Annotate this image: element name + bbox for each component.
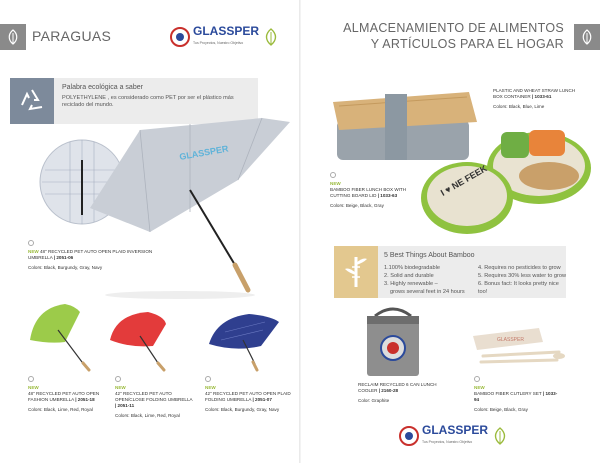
cutlery-set-illustration: GLASSPER [473,328,565,364]
bamboo-facts-col1: 1.100% biodegradable 2. Solid and durabl… [384,265,465,295]
new-badge-icon [115,376,121,382]
logo-word: GLASSPER [193,24,260,38]
new-badge-icon [330,172,336,178]
product-label-folding: NEW 42" RECYCLED PET AUTO OPEN/CLOSE FOL… [115,376,193,419]
eco-title: Palabra ecológica a saber [62,84,143,91]
umbrella-lime-illustration [30,304,91,372]
new-badge-icon [28,376,34,382]
logo-mark-icon [399,426,419,446]
eco-icon-panel [10,78,54,124]
page-left: PARAGUAS GLASSPER Tus Proyectos, Nuestro… [0,0,299,463]
section-title: PARAGUAS [32,28,112,44]
product-label-cooler: RECLAIM RECYCLED 6 CAN LUNCH COOLER | 21… [358,382,437,403]
logo-mark-icon [170,27,190,47]
bamboo-icon-panel [334,246,378,298]
cooler-illustration [367,307,419,376]
section-leaf-badge [574,24,600,50]
logo-word: GLASSPER [422,423,489,437]
new-badge-icon [28,240,34,246]
eco-body: POLYETHYLENE , es considerado como PET p… [62,95,234,108]
product-label-bamboo-lunch-box: NEW BAMBOO FIBER LUNCH BOX WITH CUTTING … [330,172,418,209]
cutlery-case-logo: GLASSPER [497,337,524,343]
leaf-icon [582,29,592,45]
bamboo-icon [345,257,367,287]
umbrella-navy-illustration [209,314,279,372]
recycle-icon [21,89,43,111]
straw-lunch-box-illustration: I ♥ NE FEEK [421,130,591,234]
product-label-plaid-folding: NEW 42" RECYCLED PET AUTO OPEN PLAID FOL… [205,376,293,413]
logo-leaf-icon [265,28,277,46]
logo-tagline: Tus Proyectos, Nuestro Objetivo [422,440,473,444]
logo-leaf-icon [494,427,506,445]
bamboo-title: 5 Best Things About Bamboo [384,252,475,259]
product-label-fashion: NEW 48" RECYCLED PET AUTO OPEN FASHION U… [28,376,106,413]
umbrella-wood-handle [232,262,251,293]
hero-product-label: NEW 48" RECYCLED PET AUTO OPEN PLAID INV… [28,240,178,271]
eco-word-banner: Palabra ecológica a saber POLYETHYLENE ,… [10,78,258,124]
new-badge-icon [205,376,211,382]
new-badge-icon [474,376,480,382]
section-leaf-badge [0,24,26,50]
hero-umbrella-illustration: GLASSPER [39,117,290,299]
bamboo-lunch-box-illustration [333,92,477,160]
product-label-cutlery: NEW BAMBOO FIBER CUTLERY SET | 1033-94 C… [474,376,560,413]
bamboo-facts-box: 5 Best Things About Bamboo 1.100% biodeg… [334,246,566,298]
logo-tagline: Tus Proyectos, Nuestro Objetivo [193,41,244,45]
product-label-straw-lunch-box: PLASTIC AND WHEAT STRAW LUNCH BOX CONTAI… [493,88,576,109]
section-title: ALMACENAMIENTO DE ALIMENTOS Y ARTÍCULOS … [343,21,564,51]
leaf-icon [8,29,18,45]
page-right: ALMACENAMIENTO DE ALIMENTOS Y ARTÍCULOS … [301,0,600,463]
bamboo-facts-col2: 4. Requires no pesticides to grow 5. Req… [478,265,566,295]
brand-logo: GLASSPER Tus Proyectos, Nuestro Objetivo [170,25,278,49]
brand-logo-footer: GLASSPER Tus Proyectos, Nuestro Objetivo [399,424,507,448]
page-gutter [299,0,301,463]
umbrella-red-illustration [110,312,166,372]
